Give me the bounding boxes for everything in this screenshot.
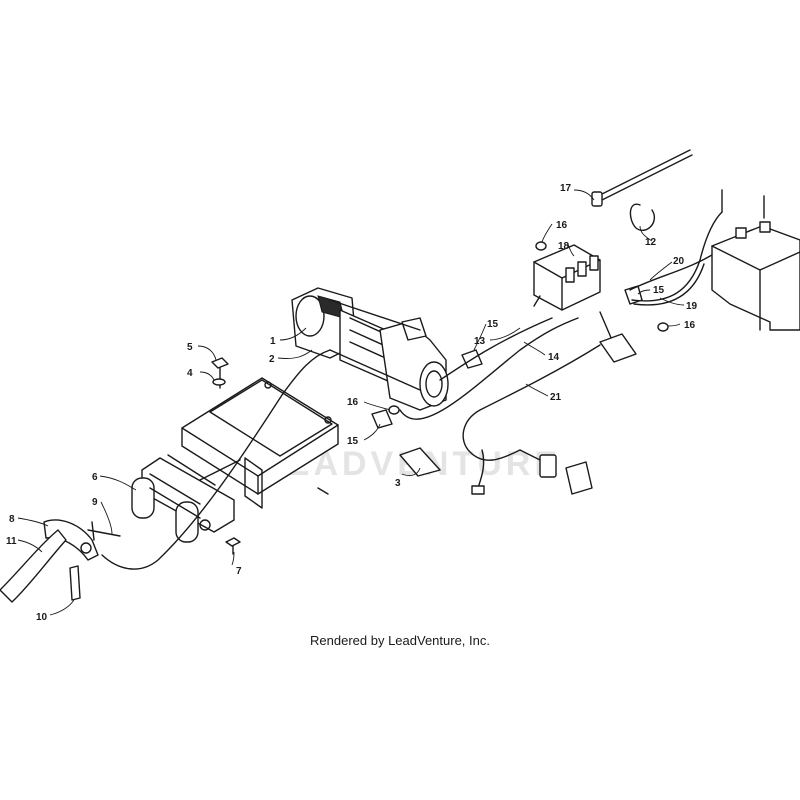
part-14-cable (399, 317, 579, 420)
callout-10: 10 (36, 612, 48, 623)
part-9-pin (87, 521, 121, 541)
part-18-solenoid (533, 244, 601, 311)
callout-11: 11 (6, 536, 17, 547)
part-4-washer (212, 378, 226, 386)
callout-6: 6 (92, 472, 98, 483)
callout-8: 8 (9, 514, 15, 525)
callout-16-top: 16 (556, 220, 568, 231)
part-15-boot-left (371, 409, 393, 429)
part-16-nut-right (657, 322, 669, 332)
callout-15-left: 15 (347, 436, 359, 447)
callout-18: 18 (558, 241, 570, 252)
callout-labels: 1 2 3 4 5 6 7 8 9 10 11 12 13 14 15 15 1… (6, 183, 698, 623)
callout-4: 4 (187, 368, 193, 379)
part-3-bracket (399, 447, 441, 477)
part-12-clip (629, 203, 655, 231)
callout-13: 13 (474, 336, 486, 347)
winch-mount-base (181, 377, 339, 509)
part-19-battery-cable (631, 211, 723, 306)
part-10-pin (69, 565, 81, 601)
callout-7: 7 (236, 566, 242, 577)
rendered-by-footer: Rendered by LeadVenture, Inc. (310, 633, 490, 648)
part-15-boot-right (624, 285, 643, 305)
callout-20: 20 (673, 256, 685, 267)
leader-lines (17, 189, 685, 616)
callout-19: 19 (686, 301, 698, 312)
part-16-nut-top (535, 241, 547, 251)
callout-9: 9 (92, 497, 98, 508)
part-11-hook-strap (0, 529, 67, 603)
callout-16-right: 16 (684, 320, 696, 331)
callout-17: 17 (560, 183, 572, 194)
callout-14: 14 (548, 352, 560, 363)
callout-21: 21 (550, 392, 562, 403)
part-6-roller-fairlead (131, 454, 241, 543)
callout-1: 1 (270, 336, 276, 347)
part-17-cable-tie (591, 149, 693, 207)
part-16-nut-left (388, 405, 400, 415)
part-7-bolt (225, 537, 241, 555)
callout-16-left: 16 (347, 397, 359, 408)
callout-15-mid: 15 (487, 319, 499, 330)
callout-2: 2 (269, 354, 275, 365)
callout-3: 3 (395, 478, 401, 489)
callout-12: 12 (645, 237, 657, 248)
callout-15-right: 15 (653, 285, 665, 296)
part-21-wiring-harness (462, 311, 637, 495)
battery (711, 189, 800, 331)
part-2-winch-cable (101, 349, 331, 570)
part-1-winch (291, 287, 449, 411)
part-13-cable (439, 317, 553, 381)
callout-5: 5 (187, 342, 193, 353)
